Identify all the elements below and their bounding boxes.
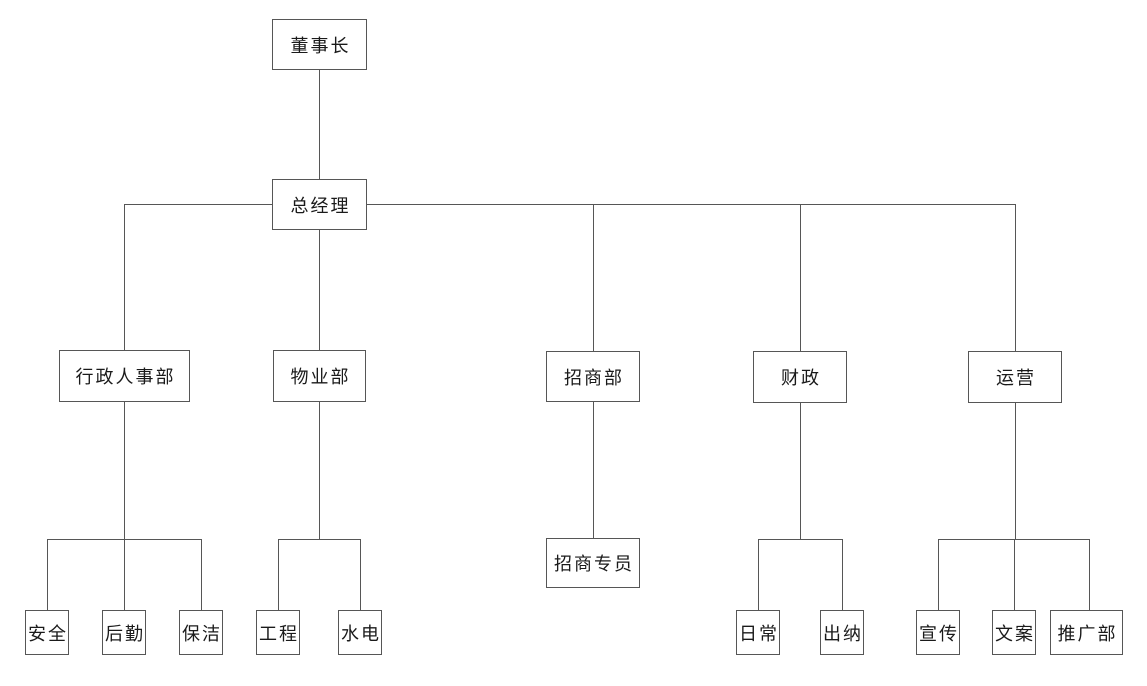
org-node-copywriting: 文案 — [992, 610, 1036, 655]
org-node-security: 安全 — [25, 610, 69, 655]
org-node-label: 招商专员 — [554, 554, 634, 574]
org-node-general-manager: 总经理 — [272, 179, 367, 230]
org-node-label: 日常 — [739, 623, 779, 644]
connector-drop-publicity — [938, 539, 939, 610]
connector-drop-engineering — [278, 539, 279, 610]
org-node-logistics: 后勤 — [102, 610, 146, 655]
org-node-engineering: 工程 — [256, 610, 300, 655]
connector-bus-finance — [800, 204, 801, 351]
org-node-label: 宣传 — [919, 623, 959, 644]
connector-operations-down — [1015, 403, 1016, 539]
connector-drop-cashier — [842, 539, 843, 610]
org-node-label: 总经理 — [290, 195, 351, 216]
org-node-label: 工程 — [259, 623, 299, 644]
org-node-label: 行政人事部 — [75, 367, 176, 387]
org-node-investment-specialist: 招商专员 — [546, 538, 640, 588]
connector-drop-cleaning — [201, 539, 202, 610]
connector-finance-down — [800, 403, 801, 539]
connector-bus-finance-children — [758, 539, 843, 540]
connector-chairman-gm — [319, 70, 320, 179]
connector-bus-investment — [593, 204, 594, 351]
org-node-operations: 运营 — [968, 351, 1062, 403]
connector-drop-security — [47, 539, 48, 610]
connector-bus-gm — [124, 204, 1016, 205]
connector-bus-adminhr — [124, 204, 125, 350]
org-node-admin-hr: 行政人事部 — [59, 350, 190, 402]
connector-property-down — [319, 402, 320, 539]
org-node-label: 安全 — [28, 623, 68, 644]
connector-gm-property — [319, 230, 320, 350]
connector-bus-property-children — [278, 539, 361, 540]
connector-drop-water-electricity — [360, 539, 361, 610]
org-node-property: 物业部 — [273, 350, 366, 402]
org-node-daily: 日常 — [736, 610, 780, 655]
org-node-publicity: 宣传 — [916, 610, 960, 655]
org-node-label: 招商部 — [564, 367, 624, 388]
org-node-label: 保洁 — [182, 623, 222, 644]
connector-investment-specialist — [593, 402, 594, 538]
org-node-label: 推广部 — [1057, 623, 1118, 644]
org-node-label: 董事长 — [290, 35, 351, 56]
org-node-label: 水电 — [341, 623, 381, 644]
org-node-promotion: 推广部 — [1050, 610, 1123, 655]
org-node-cleaning: 保洁 — [179, 610, 223, 655]
connector-drop-promotion — [1089, 539, 1090, 610]
org-node-chairman: 董事长 — [272, 19, 367, 70]
connector-bus-operations — [1015, 204, 1016, 351]
connector-adminhr-down — [124, 402, 125, 539]
org-node-investment: 招商部 — [546, 351, 640, 402]
connector-drop-daily — [758, 539, 759, 610]
org-node-label: 运营 — [996, 368, 1036, 388]
org-node-label: 物业部 — [290, 367, 351, 387]
org-node-label: 文案 — [995, 623, 1035, 644]
org-node-water-electricity: 水电 — [338, 610, 382, 655]
org-node-finance: 财政 — [753, 351, 847, 403]
org-node-label: 出纳 — [823, 623, 863, 644]
connector-drop-copywriting — [1014, 539, 1015, 610]
connector-drop-logistics — [124, 539, 125, 610]
org-node-label: 财政 — [781, 368, 821, 388]
org-node-label: 后勤 — [105, 623, 145, 644]
org-node-cashier: 出纳 — [820, 610, 864, 655]
